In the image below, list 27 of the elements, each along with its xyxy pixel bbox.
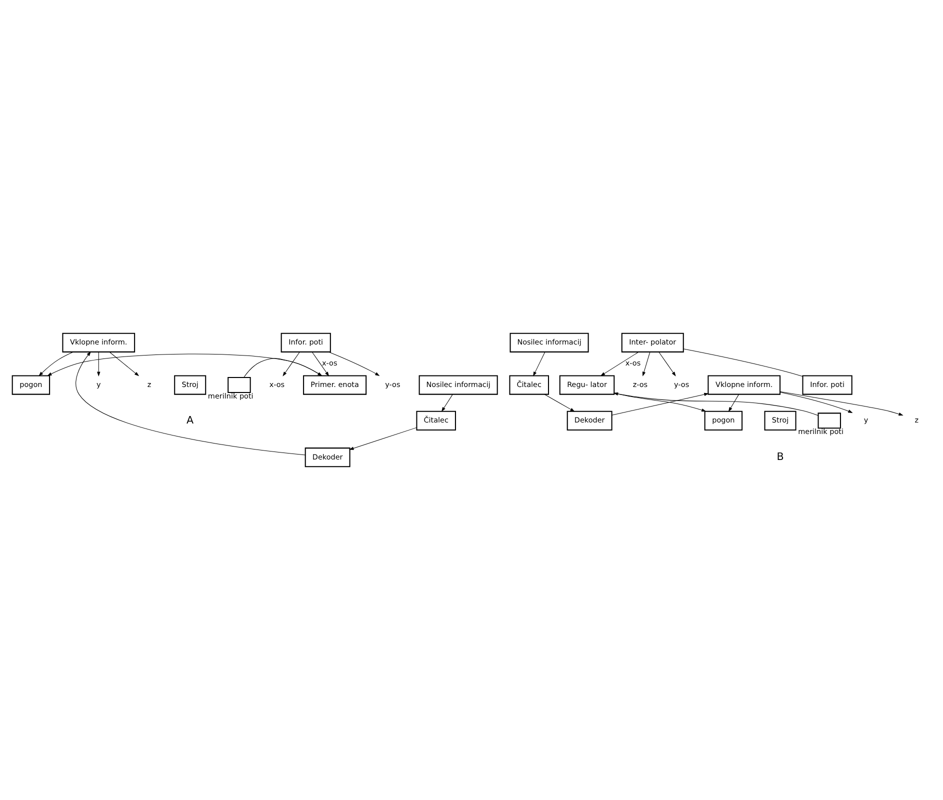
arrow — [349, 427, 417, 450]
arrow — [312, 352, 330, 376]
arrow — [109, 352, 140, 376]
arrow — [47, 354, 322, 376]
arrow — [780, 392, 853, 413]
arrow — [614, 392, 706, 412]
arrow — [544, 394, 575, 412]
arrow — [613, 392, 818, 416]
arrow — [728, 394, 740, 412]
arrow — [97, 352, 100, 376]
arrow — [282, 352, 300, 376]
arrow — [76, 351, 306, 456]
arrow — [533, 352, 546, 376]
arrow — [780, 391, 904, 416]
arrow — [658, 352, 676, 376]
node-box — [228, 377, 251, 394]
arrow — [328, 352, 380, 376]
label: A — [186, 414, 194, 426]
connector — [683, 348, 803, 377]
arrow — [612, 392, 709, 416]
arrow — [441, 394, 453, 412]
arrow — [600, 352, 639, 376]
arrow — [244, 358, 322, 378]
arrow — [642, 352, 650, 376]
label: B — [776, 450, 784, 463]
node-box — [818, 412, 841, 429]
arrow — [38, 352, 74, 376]
